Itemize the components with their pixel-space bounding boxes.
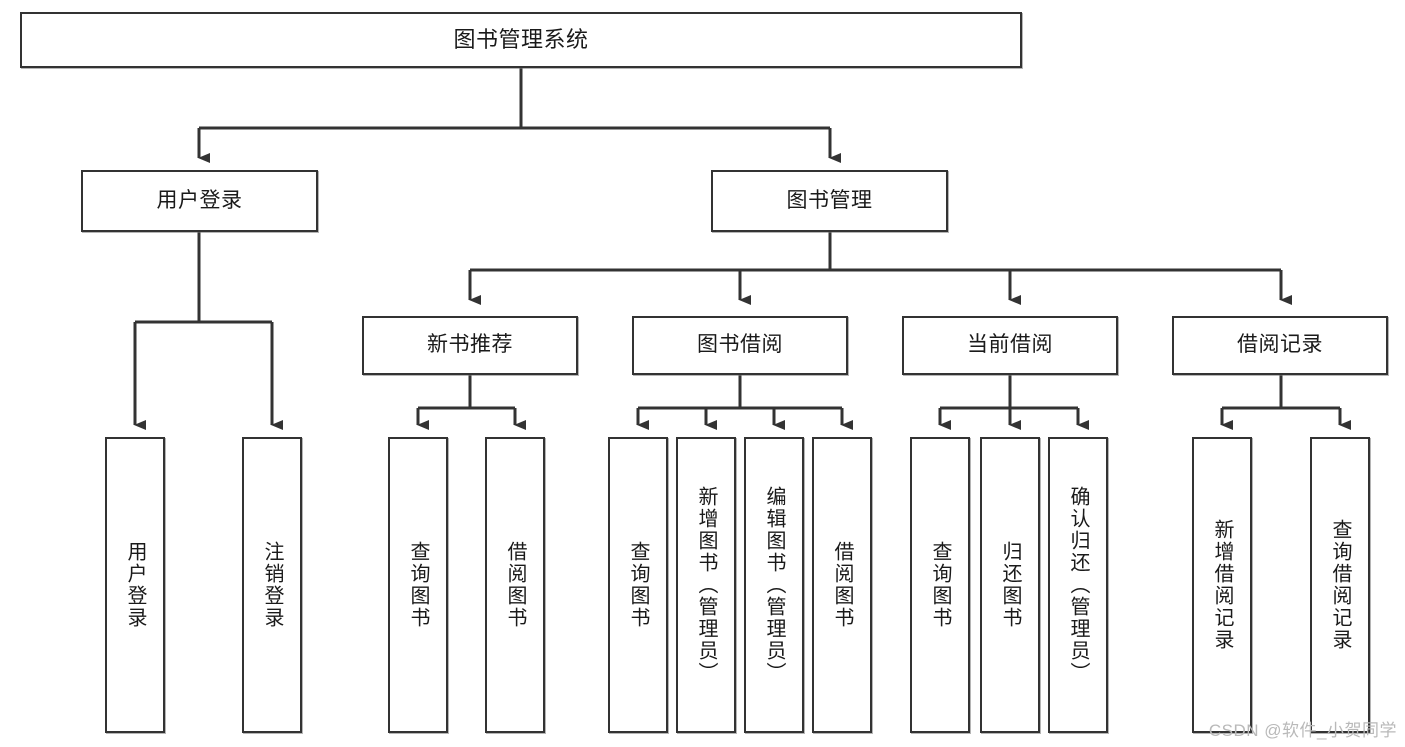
csdn-watermark: CSDN @软件_小贺同学	[1208, 721, 1397, 740]
node-borrow-record[interactable]: 借阅记录	[1172, 316, 1388, 375]
node-label: 查询图书	[627, 541, 649, 629]
node-leaf-query-record[interactable]: 查询借阅记录	[1310, 437, 1370, 733]
node-label: 查询借阅记录	[1329, 519, 1351, 651]
node-label: 查询图书	[929, 541, 951, 629]
node-label: 借阅记录	[1237, 333, 1323, 357]
node-label: 用户登录	[156, 188, 243, 212]
node-book-borrow[interactable]: 图书借阅	[632, 316, 848, 375]
node-leaf-add-book[interactable]: 新增图书（管理员）	[676, 437, 736, 733]
node-leaf-query-book-2[interactable]: 查询图书	[608, 437, 668, 733]
node-leaf-query-book-1[interactable]: 查询图书	[388, 437, 448, 733]
node-new-book-recommend[interactable]: 新书推荐	[362, 316, 578, 375]
node-user-login[interactable]: 用户登录	[81, 170, 318, 232]
node-label: 图书管理	[786, 188, 873, 212]
node-label: 当前借阅	[967, 333, 1053, 357]
node-label: 注销登录	[261, 541, 283, 629]
node-label: 确认归还（管理员）	[1067, 486, 1089, 684]
node-label: 新书推荐	[427, 333, 513, 357]
node-leaf-user-login[interactable]: 用户登录	[105, 437, 165, 733]
node-label: 图书借阅	[697, 333, 783, 357]
node-book-management[interactable]: 图书管理	[711, 170, 948, 232]
node-label: 新增借阅记录	[1211, 519, 1233, 651]
node-leaf-borrow-book-1[interactable]: 借阅图书	[485, 437, 545, 733]
node-leaf-logout-login[interactable]: 注销登录	[242, 437, 302, 733]
node-leaf-add-record[interactable]: 新增借阅记录	[1192, 437, 1252, 733]
node-label: 图书管理系统	[453, 27, 589, 53]
node-root-book-management-system[interactable]: 图书管理系统	[20, 12, 1022, 68]
node-leaf-borrow-book-2[interactable]: 借阅图书	[812, 437, 872, 733]
node-leaf-confirm-return[interactable]: 确认归还（管理员）	[1048, 437, 1108, 733]
node-label: 借阅图书	[831, 541, 853, 629]
node-label: 新增图书（管理员）	[695, 486, 717, 684]
node-leaf-return-book[interactable]: 归还图书	[980, 437, 1040, 733]
node-label: 编辑图书（管理员）	[763, 486, 785, 684]
node-label: 查询图书	[407, 541, 429, 629]
node-label: 用户登录	[124, 541, 146, 629]
node-current-borrow[interactable]: 当前借阅	[902, 316, 1118, 375]
node-label: 借阅图书	[504, 541, 526, 629]
node-label: 归还图书	[999, 541, 1021, 629]
node-leaf-query-book-3[interactable]: 查询图书	[910, 437, 970, 733]
node-leaf-edit-book[interactable]: 编辑图书（管理员）	[744, 437, 804, 733]
